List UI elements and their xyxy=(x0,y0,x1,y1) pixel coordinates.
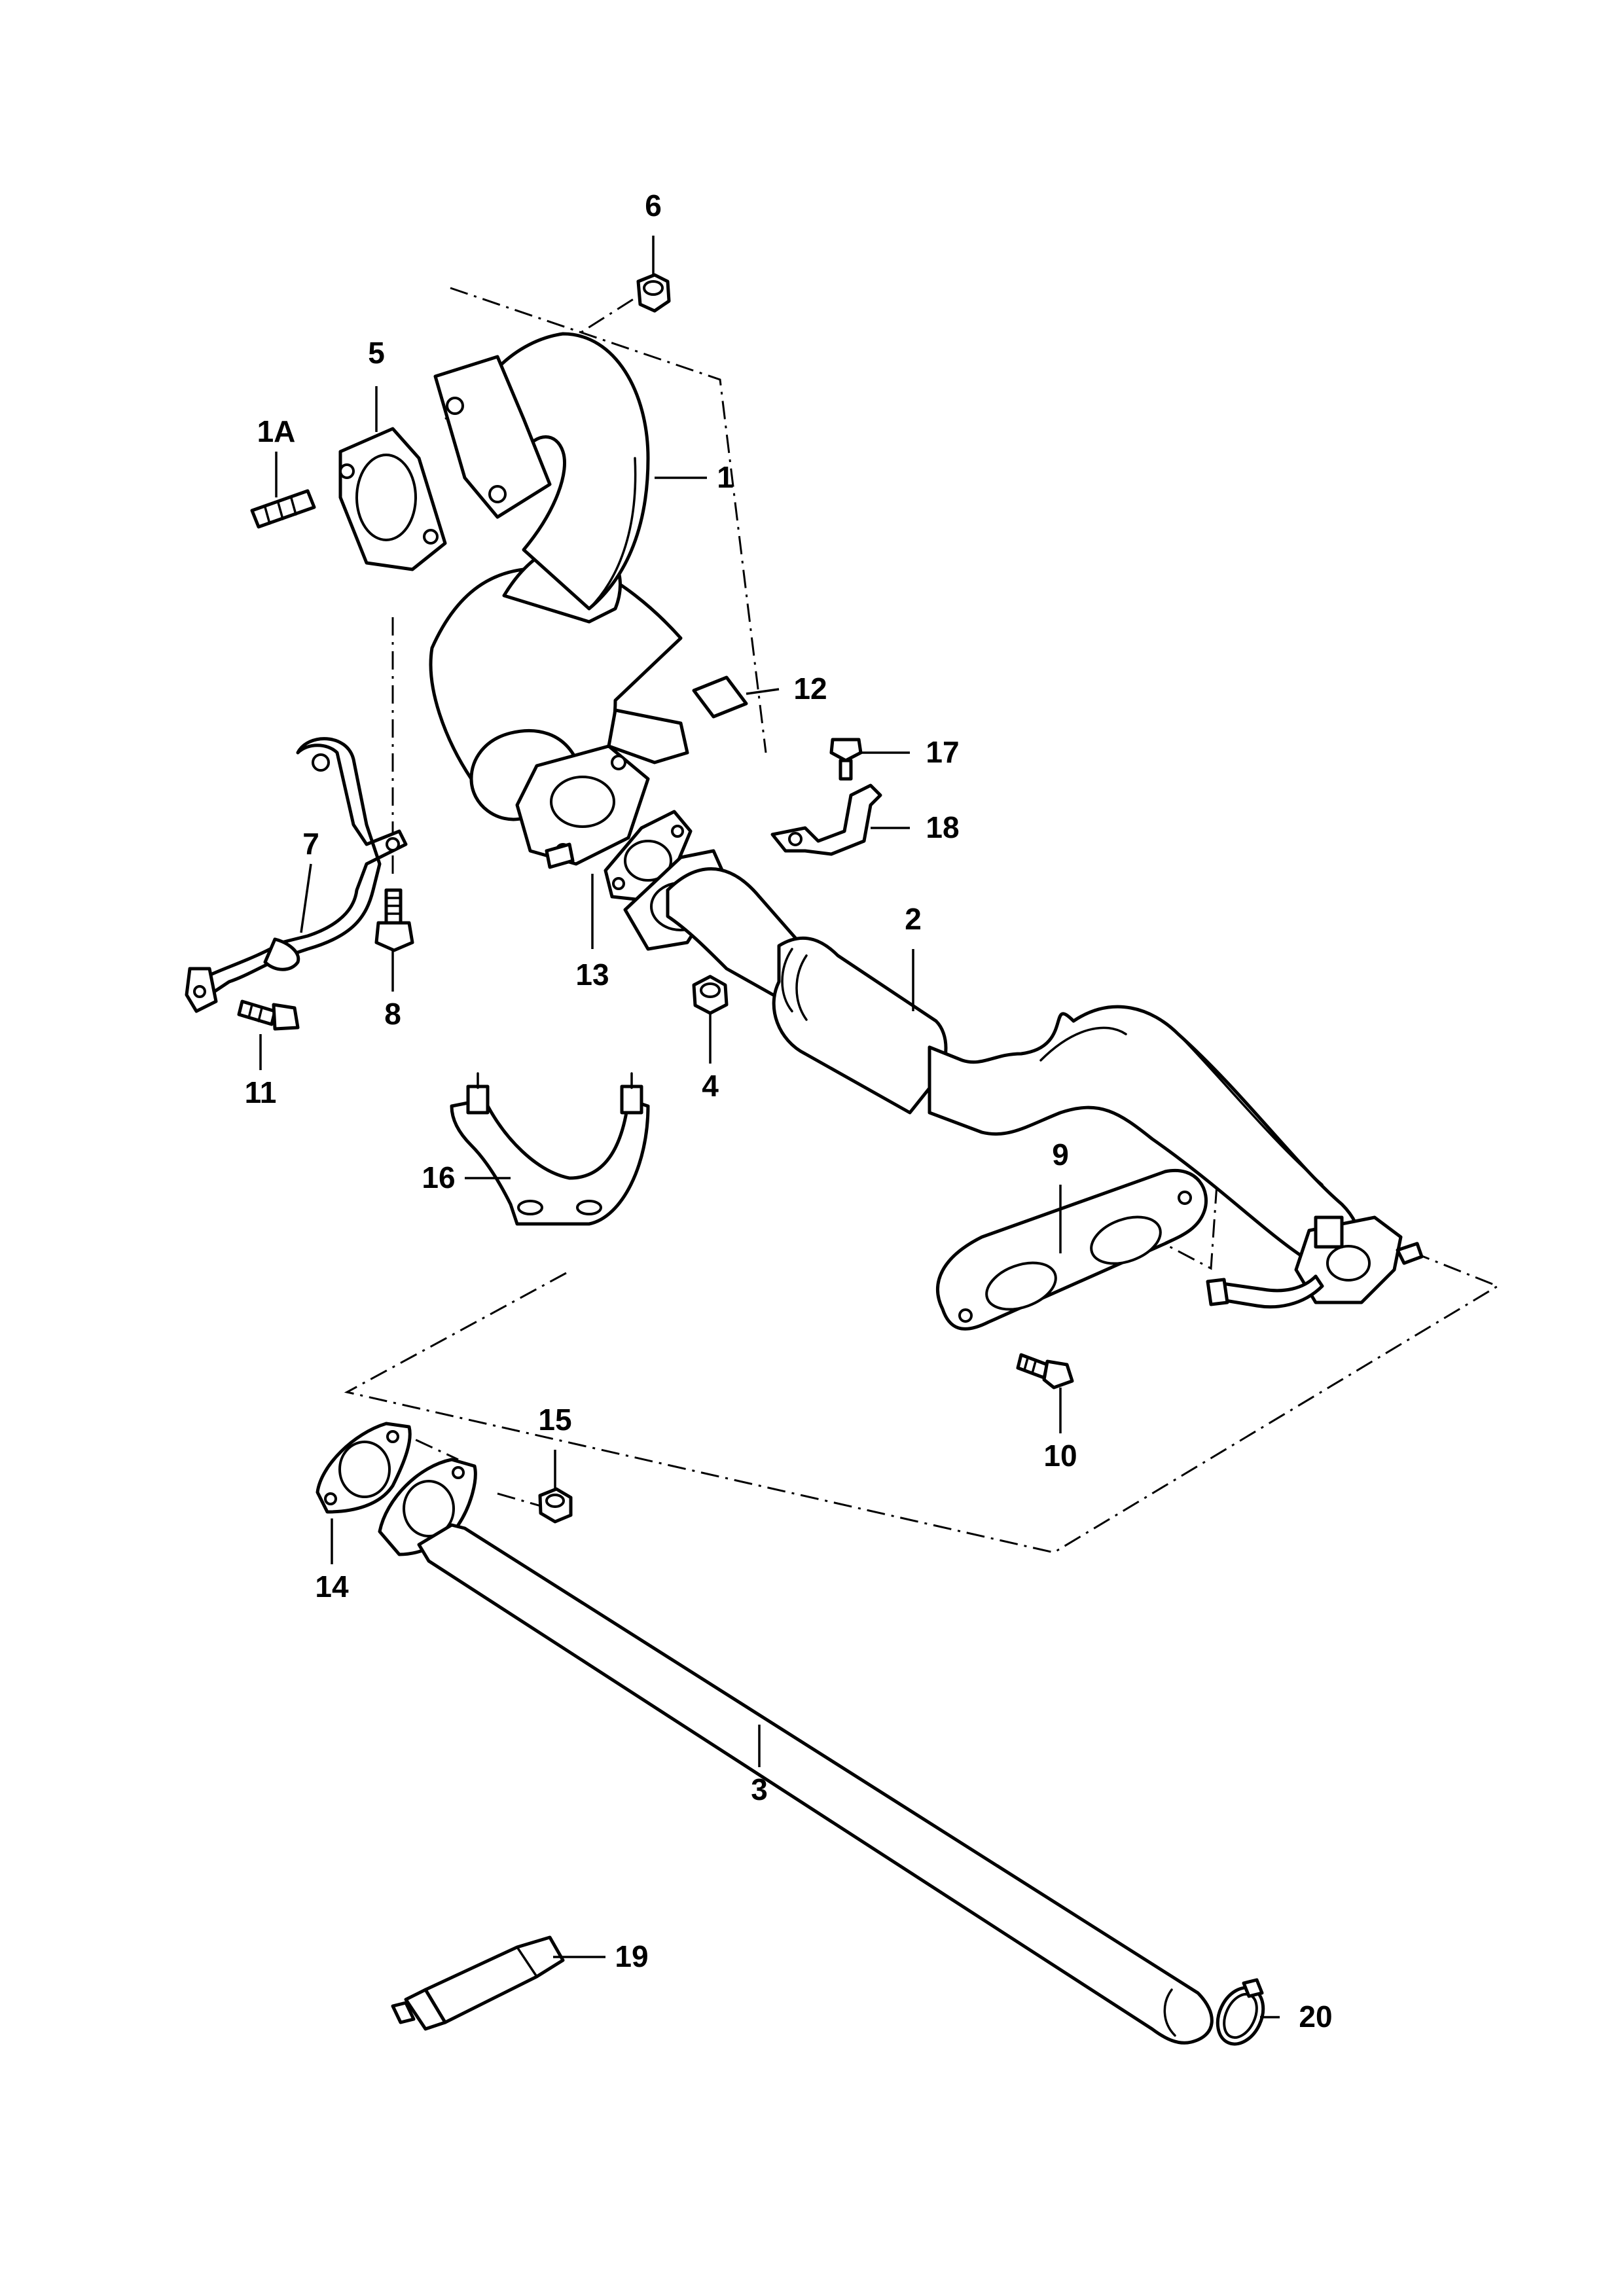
callout-1a: 1A xyxy=(257,414,296,448)
part-17-bolt xyxy=(829,738,863,781)
callout-12: 12 xyxy=(793,672,827,706)
part-8-bolt xyxy=(374,888,414,952)
callout-labels: 6 5 1A 1 12 17 18 7 2 13 8 11 4 9 16 15 … xyxy=(245,188,1333,2034)
callout-16: 16 xyxy=(422,1160,455,1194)
part-4-nut xyxy=(692,975,729,1015)
callout-20: 20 xyxy=(1299,2000,1332,2034)
callout-leaders xyxy=(259,236,1280,2018)
part-7-bracket xyxy=(185,737,408,1013)
callout-7: 7 xyxy=(302,827,319,861)
part-1a-stud xyxy=(250,489,316,529)
callout-6: 6 xyxy=(645,188,662,223)
part-14-gasket xyxy=(316,1422,412,1514)
callout-10: 10 xyxy=(1043,1439,1077,1473)
part-6-nut xyxy=(636,273,671,313)
part-19-sealant-tube xyxy=(391,1935,565,2031)
callout-9: 9 xyxy=(1052,1138,1069,1172)
callout-1: 1 xyxy=(717,460,734,494)
callout-4: 4 xyxy=(702,1069,719,1103)
part-18-bracket xyxy=(770,783,882,856)
part-16-support-bracket xyxy=(450,1072,650,1226)
callout-3: 3 xyxy=(751,1772,768,1806)
part-15-nut xyxy=(538,1487,573,1524)
callout-18: 18 xyxy=(926,810,959,844)
part-11-bolt xyxy=(237,999,300,1031)
part-5-flange-gasket xyxy=(338,427,447,571)
callout-17: 17 xyxy=(926,735,959,769)
callout-2: 2 xyxy=(905,902,922,936)
callout-8: 8 xyxy=(384,997,401,1031)
part-2-front-pipe xyxy=(623,849,1424,1309)
callout-5: 5 xyxy=(368,336,385,370)
part-12-plate xyxy=(692,675,748,719)
part-3-tail-pipe xyxy=(378,1458,1214,2045)
callout-14: 14 xyxy=(315,1570,349,1604)
part-9-gasket xyxy=(936,1169,1208,1331)
part-10-bolt xyxy=(1016,1353,1074,1390)
part-13-gasket xyxy=(545,810,693,902)
callout-11: 11 xyxy=(245,1075,277,1109)
callout-13: 13 xyxy=(575,958,609,992)
callout-15: 15 xyxy=(538,1403,571,1437)
part-20-clamp xyxy=(1216,1978,1265,2046)
part-1-catalytic-converter xyxy=(429,332,689,866)
callout-19: 19 xyxy=(615,1939,648,1973)
